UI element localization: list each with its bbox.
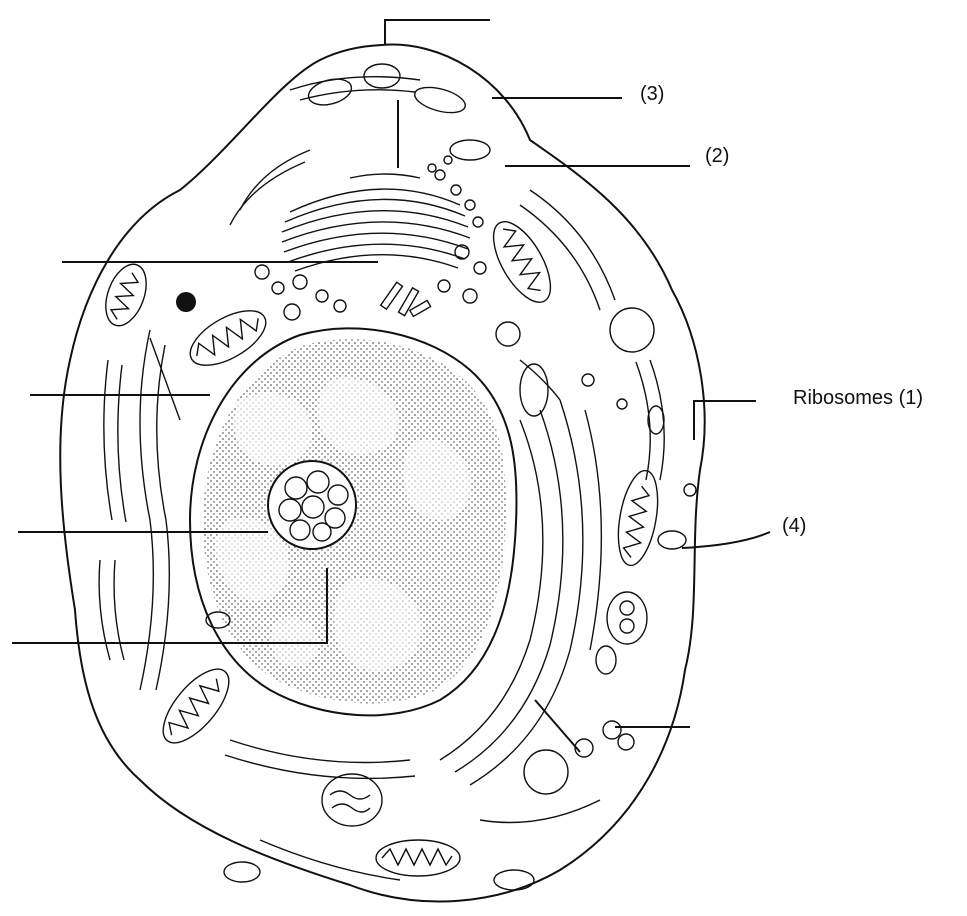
microtubule bbox=[150, 338, 180, 420]
nucleolus bbox=[268, 461, 356, 549]
leader-er-pointer bbox=[535, 700, 580, 752]
mitochondrion bbox=[482, 213, 562, 311]
mitochondrion bbox=[182, 300, 275, 377]
mitochondrion bbox=[322, 774, 382, 826]
label-4: (4) bbox=[782, 515, 806, 537]
mitochondrion bbox=[98, 259, 154, 331]
leader-ribosomes bbox=[694, 401, 756, 440]
label-ribosomes: Ribosomes (1) bbox=[793, 387, 923, 409]
mitochondrion bbox=[612, 468, 664, 569]
golgi-apparatus bbox=[282, 174, 470, 271]
vesicles bbox=[255, 156, 486, 320]
mitochondrion bbox=[152, 659, 240, 754]
centrioles bbox=[381, 282, 431, 316]
leader-top bbox=[385, 20, 490, 45]
mitochondrion bbox=[607, 592, 647, 644]
label-2: (2) bbox=[705, 145, 729, 167]
label-3: (3) bbox=[640, 83, 664, 105]
mitochondrion bbox=[376, 840, 460, 876]
